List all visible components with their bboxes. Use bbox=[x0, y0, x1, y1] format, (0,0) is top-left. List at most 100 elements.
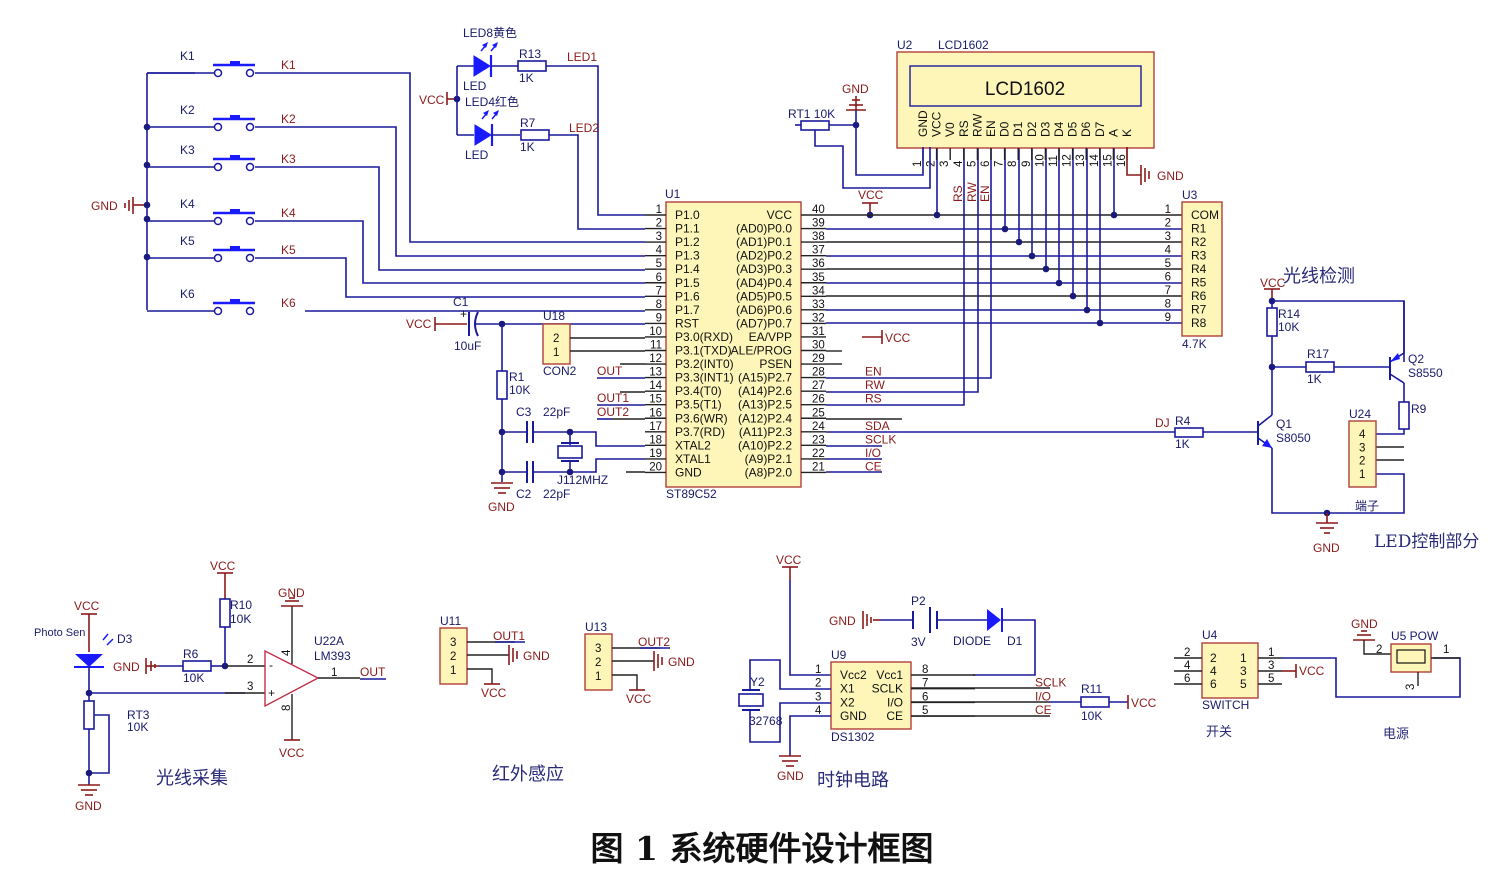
vcc-symbol: VCC bbox=[419, 92, 456, 107]
lcd-pin-number: 14 bbox=[1089, 154, 1101, 167]
pin-number: 40 bbox=[812, 204, 825, 216]
pin-name: CE bbox=[886, 709, 903, 723]
pin-number: 15 bbox=[649, 394, 662, 406]
pin-name: P1.0 bbox=[675, 208, 700, 222]
u4-ref: U4 bbox=[1202, 628, 1218, 642]
vcc-label: VCC bbox=[858, 188, 884, 202]
rpack-ref: U3 bbox=[1182, 188, 1198, 202]
key-ref: K1 bbox=[180, 49, 195, 63]
plus-sign: + bbox=[268, 686, 275, 700]
pin-name: R4 bbox=[1191, 262, 1207, 276]
pin-number: 13 bbox=[649, 367, 662, 379]
pin-name: (AD6)P0.6 bbox=[736, 303, 792, 317]
xtal-label: J112MHZ bbox=[557, 473, 608, 487]
pin-label: 3 bbox=[1405, 684, 1417, 690]
pin-number: 28 bbox=[812, 367, 825, 379]
pin-number: 23 bbox=[812, 434, 825, 446]
pin-name: P3.4(T0) bbox=[675, 384, 722, 398]
net-label: SCLK bbox=[1035, 676, 1066, 690]
pin-name: P1.7 bbox=[675, 303, 700, 317]
clock-title: 时钟电路 bbox=[817, 770, 889, 791]
pin-name: P1.5 bbox=[675, 276, 700, 290]
gnd-label: GND bbox=[1157, 169, 1184, 183]
pin-name: (AD0)P0.0 bbox=[736, 222, 792, 236]
pin-name: R8 bbox=[1191, 316, 1207, 330]
gnd-label: GND bbox=[829, 614, 856, 628]
rt1-val: 10K bbox=[814, 107, 835, 121]
pin-number: 2 bbox=[1165, 218, 1171, 230]
net-label: EN bbox=[865, 365, 882, 379]
ir-ref: U11 bbox=[440, 614, 461, 628]
pin-number: 1 bbox=[1165, 204, 1171, 216]
c1-plus: + bbox=[460, 307, 467, 321]
rt3-ref: RT3 bbox=[127, 708, 150, 722]
rpack-value: 4.7K bbox=[1182, 337, 1207, 351]
gnd-symbol: GND bbox=[488, 482, 515, 514]
out-net: OUT bbox=[360, 665, 386, 679]
key-net: K3 bbox=[281, 152, 296, 166]
gnd-label: GND bbox=[75, 799, 102, 813]
light-detect-title: 光线检测 bbox=[1283, 266, 1355, 287]
vcc-pin40: VCC bbox=[858, 188, 884, 219]
pin-name: I/O bbox=[887, 695, 903, 709]
r1-ref: R1 bbox=[509, 370, 525, 384]
c3-ref: C3 bbox=[516, 405, 532, 419]
pin-name: Vcc1 bbox=[876, 668, 903, 682]
pin-name: X1 bbox=[840, 682, 855, 696]
pin-name: 6 bbox=[1210, 677, 1217, 691]
lcd-pin-name: D0 bbox=[998, 121, 1012, 137]
lcd-data-wires bbox=[826, 147, 1175, 473]
pin-number: 1 bbox=[1359, 469, 1365, 481]
pin-name: P1.6 bbox=[675, 289, 700, 303]
lcd-pin-number: 3 bbox=[939, 161, 951, 167]
pin-name: P1.2 bbox=[675, 235, 700, 249]
vcc-label: VCC bbox=[419, 93, 445, 107]
power-title: 电源 bbox=[1383, 727, 1409, 742]
light-collect-block: VCC Photo Sen D3 RT3 10K GND 光线采集 GND bbox=[34, 559, 386, 813]
key-ref: K6 bbox=[180, 287, 195, 301]
lcd-part: LCD1602 bbox=[938, 38, 989, 52]
lcd-pin-number: 4 bbox=[953, 160, 965, 167]
out-net: OUT bbox=[597, 364, 623, 378]
pin-number: 6 bbox=[656, 272, 662, 284]
pin-number: 33 bbox=[812, 299, 825, 311]
vcc-pin31: VCC bbox=[862, 330, 911, 345]
r6-ref: R6 bbox=[183, 647, 199, 661]
net-label: RW bbox=[865, 378, 885, 392]
pin-name: 2 bbox=[1210, 651, 1217, 665]
c1-ref: C1 bbox=[453, 295, 469, 309]
lcd-pin-number: 9 bbox=[1021, 161, 1033, 167]
pin-number: 2 bbox=[656, 218, 662, 230]
pin-name: (AD7)P0.7 bbox=[736, 316, 792, 330]
q2-part: S8550 bbox=[1408, 366, 1443, 380]
pin-name: R7 bbox=[1191, 303, 1207, 317]
pin-name: GND bbox=[840, 709, 867, 723]
gnd-label: GND bbox=[523, 649, 550, 663]
r7-val: 1K bbox=[520, 140, 535, 154]
net-label: RS bbox=[865, 392, 882, 406]
gnd-label: GND bbox=[278, 586, 305, 600]
rt1-label: RT1 10K bbox=[788, 107, 835, 121]
lcd-pin-number: 11 bbox=[1048, 155, 1060, 167]
pin-number: 22 bbox=[812, 448, 825, 460]
pin-number: 24 bbox=[812, 421, 825, 433]
key-wires bbox=[255, 72, 645, 312]
pin-name: Vcc2 bbox=[840, 668, 867, 682]
key-ref: K2 bbox=[180, 103, 195, 117]
pin-number: 18 bbox=[649, 434, 662, 446]
vcc-label: VCC bbox=[406, 317, 432, 331]
pin-number: 8 bbox=[656, 299, 662, 311]
q1-part: S8050 bbox=[1276, 431, 1311, 445]
pin-number: 21 bbox=[812, 461, 825, 473]
vcc-label: VCC bbox=[210, 559, 236, 573]
gnd-symbol: GND bbox=[842, 82, 869, 111]
minus-sign: - bbox=[269, 658, 273, 672]
lcd-pin-name: EN bbox=[984, 120, 998, 137]
pin-number: 31 bbox=[812, 326, 825, 338]
pin-name: X2 bbox=[840, 695, 855, 709]
